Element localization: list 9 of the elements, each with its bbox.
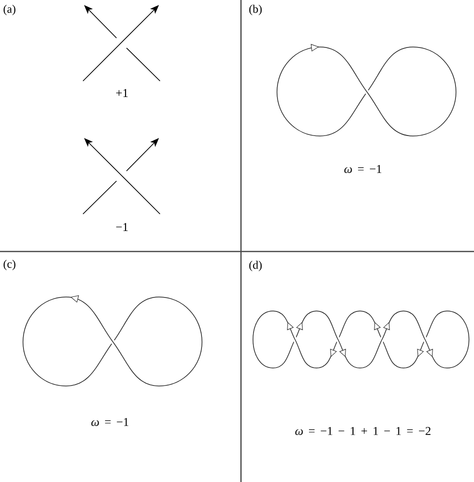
panel-label: (b) xyxy=(249,4,262,16)
equation: ω = −1 xyxy=(344,164,382,173)
equation: ω = −1 − 1 + 1 − 1 = −2 xyxy=(295,426,430,436)
equation: ω = −1 xyxy=(91,418,128,426)
panel-label: (d) xyxy=(249,260,262,272)
crossing-sign: +1 xyxy=(116,89,128,97)
panel-label: (c) xyxy=(4,260,16,270)
panel-label: (a) xyxy=(4,4,16,16)
crossing-sign: −1 xyxy=(116,223,128,231)
